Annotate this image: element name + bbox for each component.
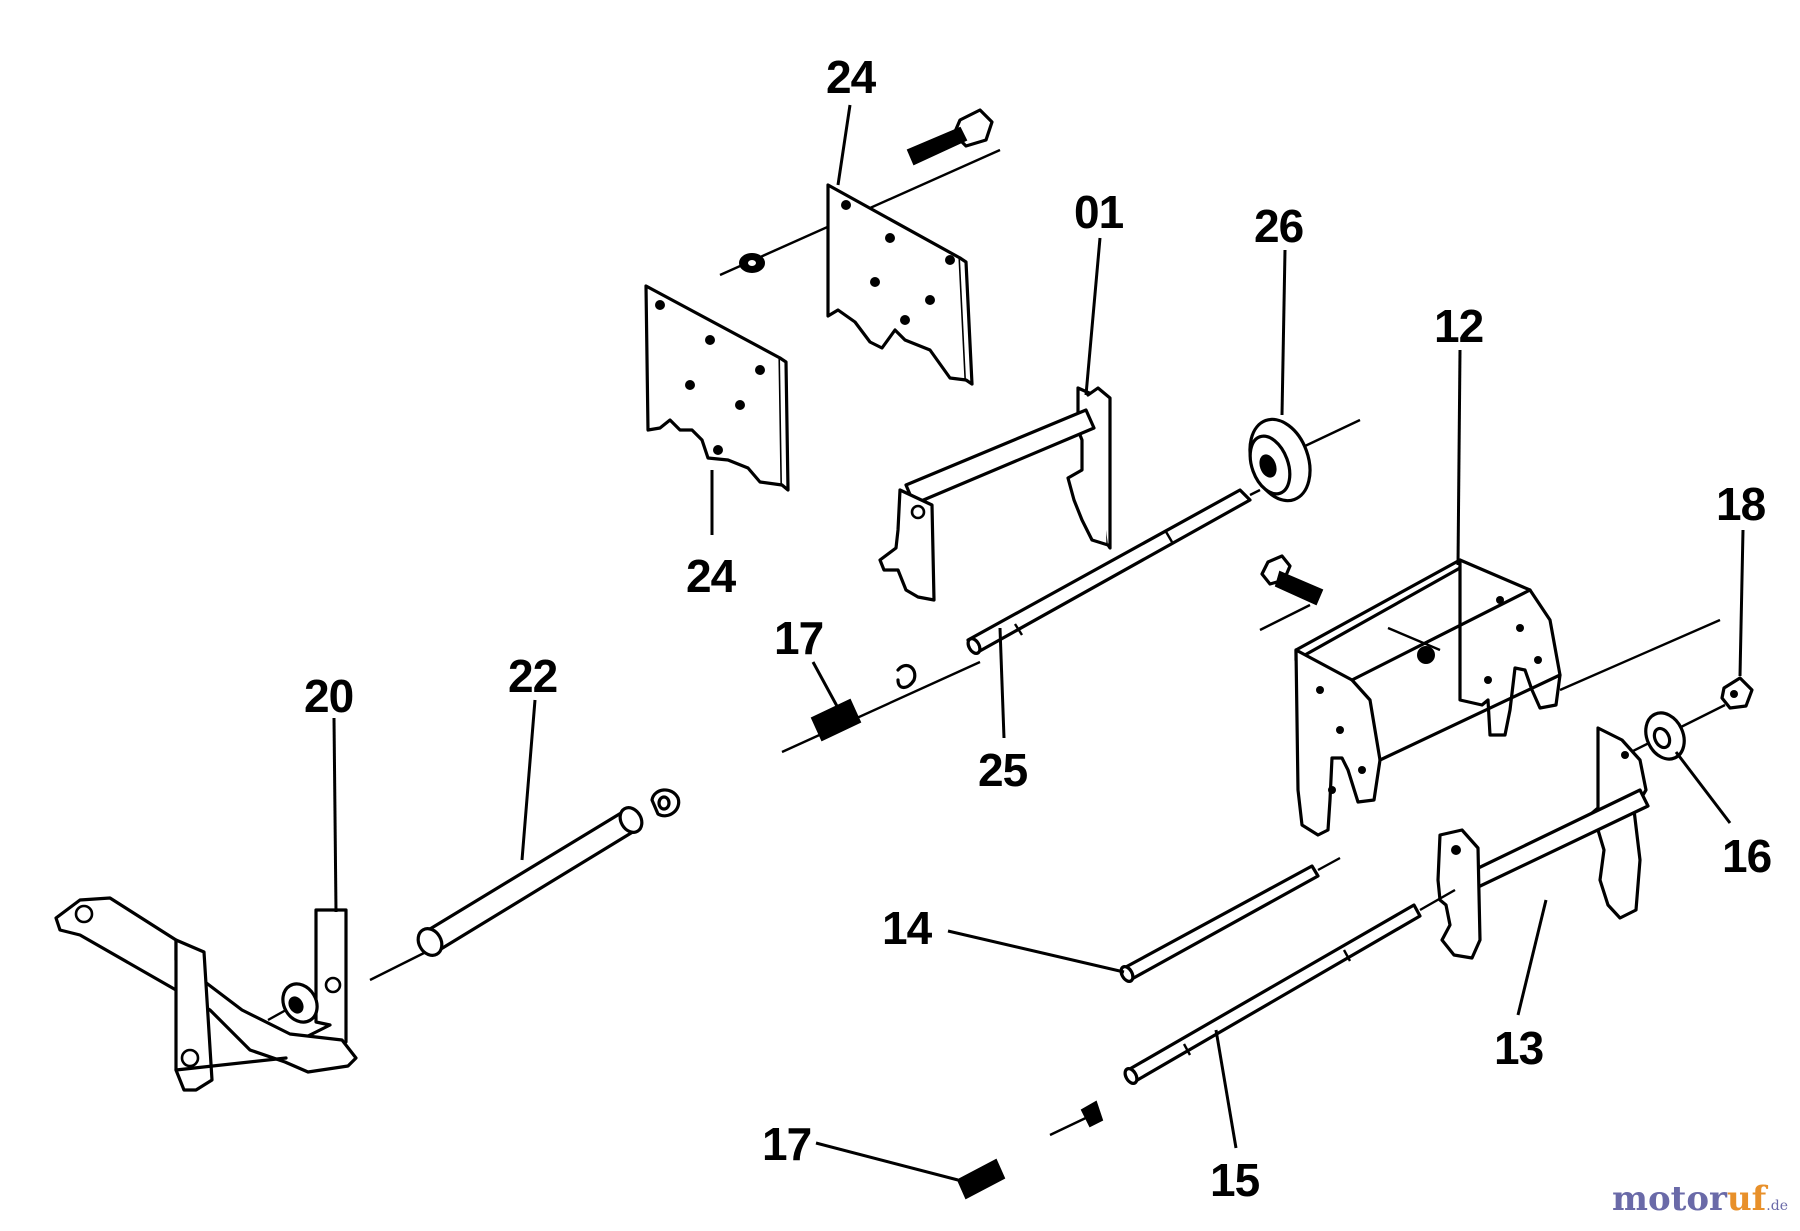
watermark-part-2: uf <box>1726 1179 1767 1219</box>
leader-25 <box>998 627 1006 739</box>
leader-01 <box>1084 237 1102 396</box>
rod-14 <box>1119 856 1341 983</box>
watermark-part-3: .de <box>1766 1198 1788 1214</box>
callout-12: 12 <box>1434 300 1483 352</box>
callout-17-mid: 17 <box>774 612 823 664</box>
bolt-12 <box>1260 554 1324 606</box>
shaft-25 <box>781 488 1261 754</box>
leader-15 <box>1214 1029 1238 1149</box>
callout-16: 16 <box>1722 830 1771 882</box>
leader-13 <box>1516 899 1548 1016</box>
u-bracket-12 <box>1259 554 1721 837</box>
leader-14 <box>947 929 1125 974</box>
callout-01: 01 <box>1074 186 1124 238</box>
leader-12 <box>1456 349 1462 566</box>
callout-25: 25 <box>978 744 1028 796</box>
watermark-logo: motoruf.de <box>1612 1179 1788 1219</box>
leader-26 <box>1280 249 1287 416</box>
callout-26: 26 <box>1254 200 1303 252</box>
lift-bracket-13 <box>1436 726 1650 960</box>
nut-18 <box>1720 676 1754 710</box>
callout-13: 13 <box>1494 1022 1543 1074</box>
bolt-top <box>906 108 994 166</box>
set-screw-17-bottom <box>956 1158 1006 1200</box>
clip-mid <box>896 664 917 690</box>
leader-17-bottom <box>815 1141 959 1182</box>
leader-16 <box>1674 751 1732 824</box>
pulley-26 <box>1248 417 1361 503</box>
callout-17-bottom: 17 <box>762 1118 811 1170</box>
leader-18 <box>1738 529 1745 677</box>
callout-24-bottom: 24 <box>686 550 737 602</box>
rod-15 <box>1049 888 1456 1137</box>
mounting-plate-top <box>719 108 1001 386</box>
leader-22 <box>520 699 537 861</box>
leader-20 <box>332 717 338 913</box>
callout-20: 20 <box>304 670 353 722</box>
lift-bracket-01 <box>878 386 1112 602</box>
watermark-part-1: motor <box>1611 1179 1727 1219</box>
mounting-plate-lower <box>644 284 790 492</box>
leader-24-top <box>836 104 852 186</box>
callout-15: 15 <box>1210 1154 1260 1206</box>
callout-22: 22 <box>508 650 557 702</box>
foot-lever-20 <box>54 896 358 1092</box>
washer-16 <box>1604 703 1726 767</box>
callout-24-top: 24 <box>826 51 877 103</box>
pin-22 <box>369 788 681 982</box>
leader-17-mid <box>811 661 840 709</box>
callout-18: 18 <box>1716 478 1766 530</box>
callout-14: 14 <box>882 902 933 954</box>
